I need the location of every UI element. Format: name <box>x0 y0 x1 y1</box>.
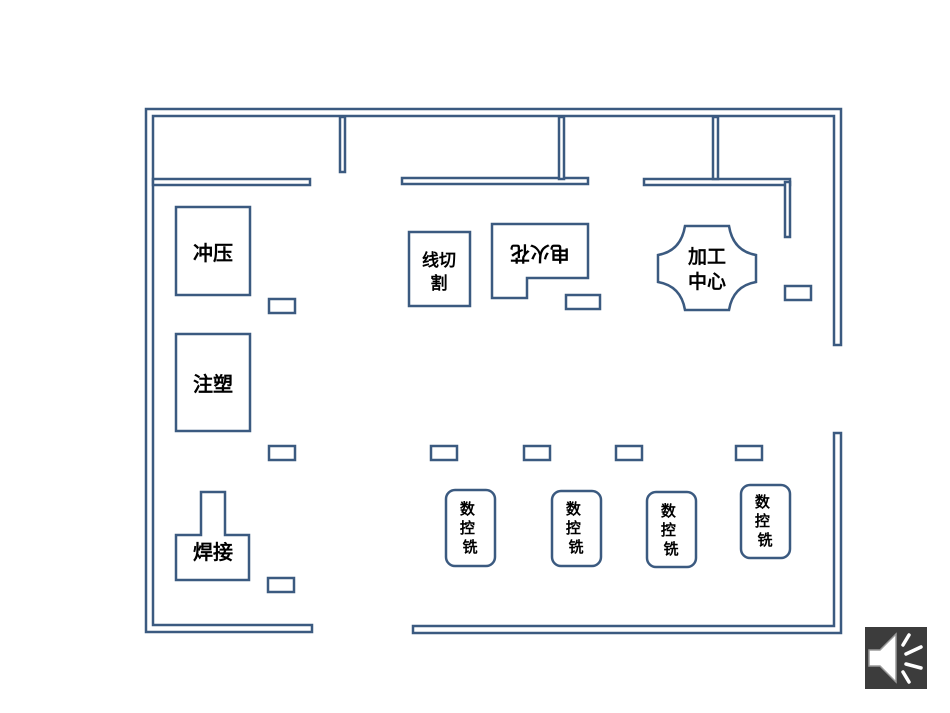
cnc-machine-4: 数 控 铣 <box>739 483 792 560</box>
zone-wire-cut: 线切 割 <box>407 230 472 308</box>
station <box>266 576 296 594</box>
outer-walls <box>144 107 843 635</box>
station <box>267 297 297 315</box>
wall-top-left <box>144 107 843 634</box>
cnc-char: 数 <box>755 493 771 511</box>
partition-vertical-2 <box>557 115 566 181</box>
cnc-label: 数 控 铣 <box>661 502 681 558</box>
cnc-char: 控 <box>755 512 770 530</box>
stamping-machine <box>174 205 252 297</box>
cnc-machine-3: 数 控 铣 <box>645 490 698 569</box>
cnc-char: 控 <box>661 521 676 539</box>
machining-center-machine <box>656 224 758 312</box>
partition-vertical-1 <box>338 115 347 174</box>
cnc-char: 控 <box>566 519 581 537</box>
cnc-char: 铣 <box>462 538 477 556</box>
cnc-char: 铣 <box>757 531 772 549</box>
zone-edm: 电火花 <box>490 222 590 300</box>
cnc-char: 铣 <box>663 540 678 558</box>
zone-stamping: 冲压 <box>174 205 252 297</box>
station <box>564 293 602 311</box>
wall-bottom-right <box>411 431 843 635</box>
operator-stations <box>266 284 813 594</box>
station <box>734 444 764 462</box>
cnc-char: 铣 <box>568 538 583 556</box>
machining-center-label-line2: 中心 <box>688 270 726 293</box>
edm-machine <box>490 222 590 300</box>
cnc-char: 数 <box>661 502 677 520</box>
cnc-machine-2: 数 控 铣 <box>550 489 603 568</box>
station <box>429 444 459 462</box>
zone-injection-molding: 注塑 <box>174 332 252 433</box>
cnc-machine-1: 数 控 铣 <box>444 488 497 568</box>
edm-label: 电火花 <box>510 242 570 266</box>
injection-molding-machine <box>174 332 252 433</box>
cnc-char: 数 <box>460 500 476 518</box>
zone-welding: 焊接 <box>174 490 251 582</box>
station <box>522 444 552 462</box>
wire-cut-label-line2: 割 <box>431 273 448 294</box>
wire-cut-machine <box>407 230 472 308</box>
interior-partitions <box>151 115 792 239</box>
cnc-char: 数 <box>566 500 582 518</box>
cnc-label: 数 控 铣 <box>566 500 586 556</box>
partition-left <box>151 177 312 187</box>
machining-center-label-line1: 加工 <box>687 246 726 268</box>
stamping-label: 冲压 <box>193 241 233 265</box>
cnc-label: 数 控 铣 <box>460 500 480 556</box>
injection-molding-label: 注塑 <box>193 372 233 396</box>
welding-station <box>174 490 251 582</box>
cnc-machines: 数 控 铣 数 控 铣 数 控 铣 数 控 <box>444 483 792 569</box>
partition-middle <box>400 176 590 186</box>
audio-button[interactable] <box>865 627 927 689</box>
cnc-label: 数 控 铣 <box>755 493 775 549</box>
station <box>614 444 644 462</box>
speaker-icon <box>865 627 927 689</box>
partition-vertical-4 <box>783 180 792 239</box>
cnc-char: 控 <box>460 519 475 537</box>
welding-label: 焊接 <box>193 540 233 564</box>
wire-cut-label-line1: 线切 <box>422 250 456 271</box>
partition-vertical-3 <box>711 115 720 181</box>
station <box>783 284 813 302</box>
station <box>267 444 297 462</box>
zone-machining-center: 加工 中心 <box>656 224 758 312</box>
